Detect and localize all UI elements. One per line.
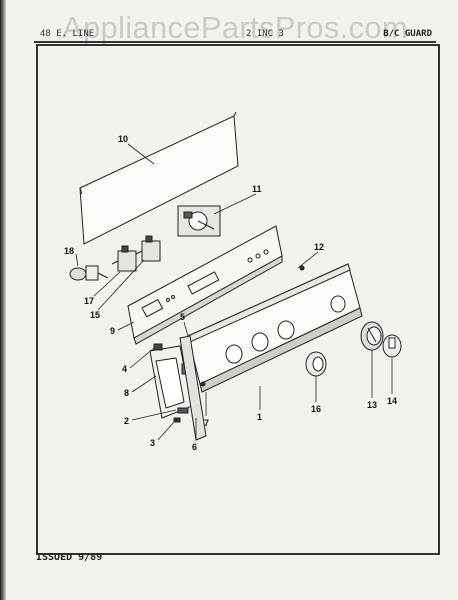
callout-17: 17 bbox=[84, 296, 94, 306]
part-switch-15 bbox=[135, 235, 161, 262]
callout-5: 5 bbox=[180, 312, 185, 322]
part-screw-3 bbox=[173, 417, 181, 423]
callout-10: 10 bbox=[118, 134, 128, 144]
page-header: 48 E. LINE 2 INC 3 B/C GUARD bbox=[34, 20, 436, 43]
part-screw-7 bbox=[200, 381, 206, 387]
part-timer bbox=[177, 205, 221, 237]
part-timer-dial-13 bbox=[360, 321, 384, 351]
diagram-frame bbox=[36, 44, 440, 555]
part-knob-14 bbox=[382, 334, 402, 358]
callout-8: 8 bbox=[124, 388, 129, 398]
part-console-front bbox=[187, 263, 363, 393]
part-clip-2 bbox=[177, 407, 189, 414]
part-control-panel bbox=[127, 225, 283, 345]
leader-lines bbox=[75, 143, 393, 441]
callout-4: 4 bbox=[122, 364, 127, 374]
callout-14: 14 bbox=[387, 396, 397, 406]
callout-9: 9 bbox=[110, 326, 115, 336]
exploded-parts-diagram: 10 11 12 18 17 15 9 4 5 8 2 3 6 7 1 16 1… bbox=[64, 111, 402, 452]
callout-18: 18 bbox=[64, 246, 74, 256]
issued-date: ISSUED 9/89 bbox=[36, 552, 103, 563]
part-clip-4 bbox=[153, 343, 163, 351]
watermark: AppliancePartsPros.com bbox=[61, 10, 409, 45]
header-page: 2 INC 3 bbox=[246, 29, 284, 39]
scan-edge bbox=[0, 0, 6, 600]
part-back-guard-panel bbox=[79, 111, 239, 245]
header-section: B/C GUARD bbox=[383, 29, 432, 39]
callout-6: 6 bbox=[192, 442, 197, 452]
callout-13: 13 bbox=[367, 400, 377, 410]
callout-11: 11 bbox=[252, 184, 262, 194]
callout-16: 16 bbox=[311, 404, 321, 414]
part-knob-16 bbox=[305, 351, 327, 377]
callout-2: 2 bbox=[124, 416, 129, 426]
callout-7: 7 bbox=[204, 418, 209, 428]
callout-12: 12 bbox=[314, 242, 324, 252]
part-side-trim bbox=[179, 335, 207, 441]
header-model: 48 E. LINE bbox=[40, 29, 95, 39]
part-switch-18 bbox=[69, 265, 109, 281]
callout-3: 3 bbox=[150, 438, 155, 448]
callout-15: 15 bbox=[90, 310, 100, 320]
header-rule bbox=[34, 41, 436, 43]
callout-1: 1 bbox=[257, 412, 262, 422]
part-switch-17 bbox=[111, 245, 137, 272]
